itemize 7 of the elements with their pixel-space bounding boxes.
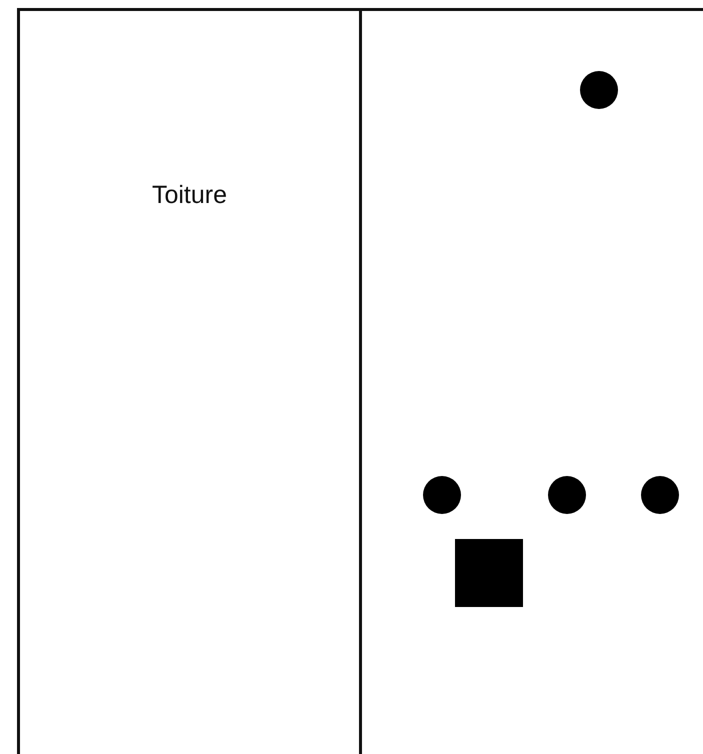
dot-marker: [580, 71, 618, 109]
dot-marker: [641, 476, 679, 514]
room-outline: [17, 8, 362, 754]
dot-marker: [423, 476, 461, 514]
room-label: Toiture: [150, 181, 228, 210]
square-marker: [455, 539, 523, 607]
dot-marker: [548, 476, 586, 514]
